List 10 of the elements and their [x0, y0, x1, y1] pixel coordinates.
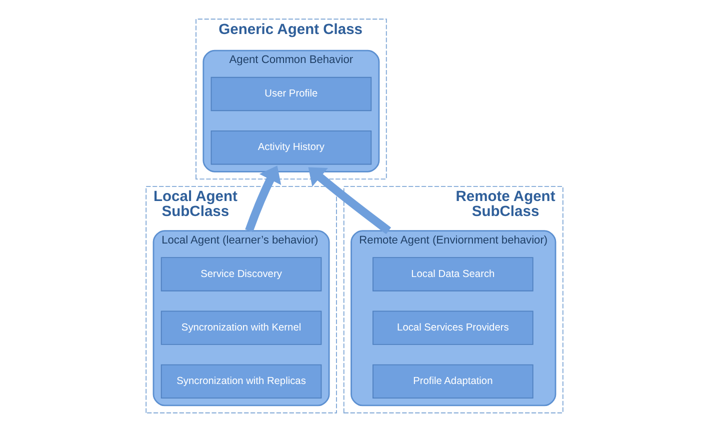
node-box: Local Data Search [372, 257, 534, 292]
node-box: User Profile [210, 76, 372, 112]
arrow [308, 167, 392, 234]
node-box: Local Services Providers [372, 310, 534, 345]
node-box: Syncronization with Kernel [160, 310, 322, 345]
node-box: Profile Adaptation [372, 364, 534, 399]
node-box: Activity History [210, 130, 372, 165]
node-box: Service Discovery [160, 257, 322, 292]
arrow [245, 166, 282, 232]
node-box: Syncronization with Replicas [160, 364, 322, 399]
